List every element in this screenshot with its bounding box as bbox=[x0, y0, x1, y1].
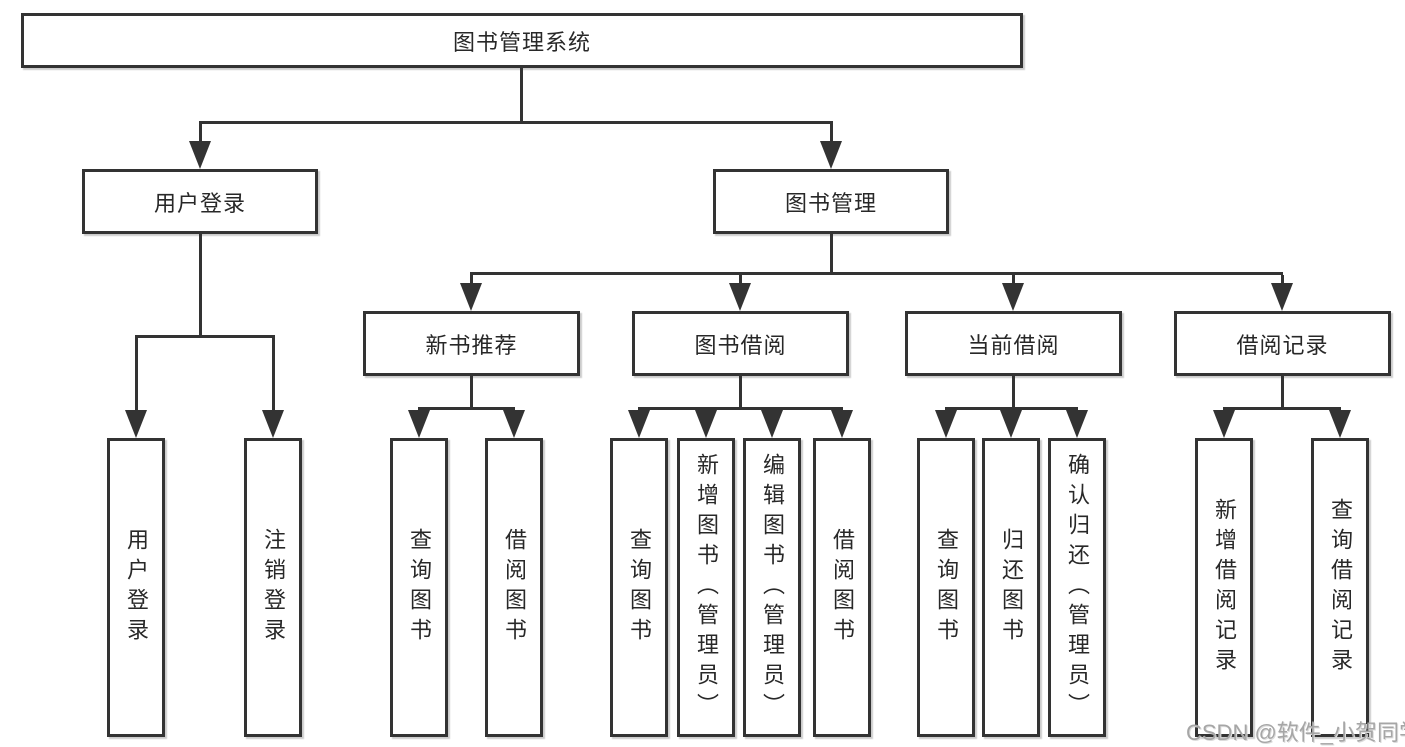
node-library-system: 图书管理系统 bbox=[21, 13, 1023, 68]
node-library-system-label: 图书管理系统 bbox=[452, 29, 591, 55]
arrow-down-icon-confirm-return bbox=[1066, 410, 1088, 438]
arrow-down-icon-borrow-record bbox=[1271, 283, 1293, 311]
leaf-query-books-current-label: 查询图书 bbox=[934, 527, 959, 648]
node-book-management: 图书管理 bbox=[713, 169, 949, 234]
connector-arrow-stem-leaf-user-login bbox=[135, 338, 138, 412]
leaf-borrow-books-borrowing-label: 借阅图书 bbox=[830, 527, 855, 648]
connector-user-login-stem bbox=[199, 234, 202, 335]
node-borrowing-records: 借阅记录 bbox=[1174, 311, 1391, 376]
connector-arrow-stem-book-mgmt bbox=[830, 124, 833, 142]
connector-current-borrow-stem bbox=[1012, 376, 1015, 407]
leaf-add-borrow-record-label: 新增借阅记录 bbox=[1212, 497, 1237, 678]
leaf-add-books-admin: 新增图书（管理员） bbox=[677, 438, 735, 737]
arrow-down-icon-add-record bbox=[1213, 410, 1235, 438]
connector-level3-branch bbox=[470, 272, 1283, 275]
arrow-down-icon-query-record bbox=[1329, 410, 1351, 438]
arrow-down-icon-book-mgmt bbox=[820, 141, 842, 169]
leaf-confirm-return-admin-label: 确认归还（管理员） bbox=[1065, 452, 1090, 723]
connector-arrow-stem-leaf-logout bbox=[272, 338, 275, 412]
leaf-query-books-borrowing: 查询图书 bbox=[610, 438, 668, 737]
arrow-down-icon-leaf-logout bbox=[262, 410, 284, 438]
leaf-query-borrow-record: 查询借阅记录 bbox=[1311, 438, 1369, 737]
arrow-down-icon-add-books bbox=[695, 410, 717, 438]
node-book-management-label: 图书管理 bbox=[784, 190, 877, 216]
connector-current-borrow-branch bbox=[945, 407, 1078, 410]
arrow-down-icon-query-books-3 bbox=[935, 410, 957, 438]
leaf-edit-books-admin-label: 编辑图书（管理员） bbox=[760, 452, 785, 723]
connector-root-stem bbox=[520, 68, 523, 124]
node-borrowing-records-label: 借阅记录 bbox=[1236, 332, 1329, 358]
connector-level1-branch bbox=[199, 121, 833, 124]
arrow-down-icon-borrow-books-1 bbox=[503, 410, 525, 438]
node-user-login: 用户登录 bbox=[82, 169, 318, 234]
arrow-down-icon-edit-books bbox=[761, 410, 783, 438]
leaf-borrow-books-recommendation: 借阅图书 bbox=[485, 438, 543, 737]
node-current-borrowing: 当前借阅 bbox=[905, 311, 1122, 376]
leaf-logout: 注销登录 bbox=[244, 438, 302, 737]
leaf-return-books-label: 归还图书 bbox=[999, 527, 1024, 648]
connector-book-mgmt-stem bbox=[830, 234, 833, 272]
arrow-down-icon-book-borrow bbox=[729, 283, 751, 311]
leaf-user-login: 用户登录 bbox=[107, 438, 165, 737]
arrow-down-icon-current-borrow bbox=[1002, 283, 1024, 311]
arrow-down-icon-borrow-books-2 bbox=[831, 410, 853, 438]
arrow-down-icon-new-book bbox=[460, 283, 482, 311]
node-user-login-label: 用户登录 bbox=[153, 190, 246, 216]
connector-arrow-stem-book-borrow bbox=[739, 275, 742, 285]
node-new-book-recommendation-label: 新书推荐 bbox=[425, 332, 518, 358]
leaf-query-books-current: 查询图书 bbox=[917, 438, 975, 737]
connector-book-borrow-stem bbox=[739, 376, 742, 407]
node-new-book-recommendation: 新书推荐 bbox=[363, 311, 580, 376]
leaf-return-books: 归还图书 bbox=[982, 438, 1040, 737]
connector-new-book-stem bbox=[470, 376, 473, 407]
connector-book-borrow-branch bbox=[638, 407, 843, 410]
leaf-borrow-books-borrowing: 借阅图书 bbox=[813, 438, 871, 737]
connector-arrow-stem-current-borrow bbox=[1012, 275, 1015, 285]
leaf-query-books-borrowing-label: 查询图书 bbox=[627, 527, 652, 648]
connector-borrow-record-branch bbox=[1223, 407, 1341, 410]
leaf-logout-label: 注销登录 bbox=[261, 527, 286, 648]
node-book-borrowing: 图书借阅 bbox=[632, 311, 849, 376]
connector-arrow-stem-borrow-record bbox=[1281, 275, 1284, 285]
leaf-confirm-return-admin: 确认归还（管理员） bbox=[1048, 438, 1106, 737]
leaf-query-books-recommendation: 查询图书 bbox=[390, 438, 448, 737]
csdn-watermark: CSDN @软件_小贺同学 bbox=[1186, 720, 1405, 745]
arrow-down-icon-return-books bbox=[1000, 410, 1022, 438]
arrow-down-icon-user-login bbox=[189, 141, 211, 169]
arrow-down-icon-query-books-2 bbox=[628, 410, 650, 438]
arrow-down-icon-leaf-user-login bbox=[125, 410, 147, 438]
node-current-borrowing-label: 当前借阅 bbox=[967, 332, 1060, 358]
leaf-query-borrow-record-label: 查询借阅记录 bbox=[1328, 497, 1353, 678]
leaf-add-borrow-record: 新增借阅记录 bbox=[1195, 438, 1253, 737]
connector-user-login-branch bbox=[135, 335, 275, 338]
connector-arrow-stem-new-book bbox=[470, 275, 473, 285]
leaf-borrow-books-recommendation-label: 借阅图书 bbox=[502, 527, 527, 648]
connector-new-book-branch bbox=[418, 407, 515, 410]
connector-arrow-stem-user-login bbox=[199, 124, 202, 142]
connector-borrow-record-stem bbox=[1281, 376, 1284, 407]
leaf-query-books-recommendation-label: 查询图书 bbox=[407, 527, 432, 648]
leaf-edit-books-admin: 编辑图书（管理员） bbox=[743, 438, 801, 737]
arrow-down-icon-query-books-1 bbox=[408, 410, 430, 438]
leaf-user-login-label: 用户登录 bbox=[124, 527, 149, 648]
leaf-add-books-admin-label: 新增图书（管理员） bbox=[694, 452, 719, 723]
node-book-borrowing-label: 图书借阅 bbox=[694, 332, 787, 358]
